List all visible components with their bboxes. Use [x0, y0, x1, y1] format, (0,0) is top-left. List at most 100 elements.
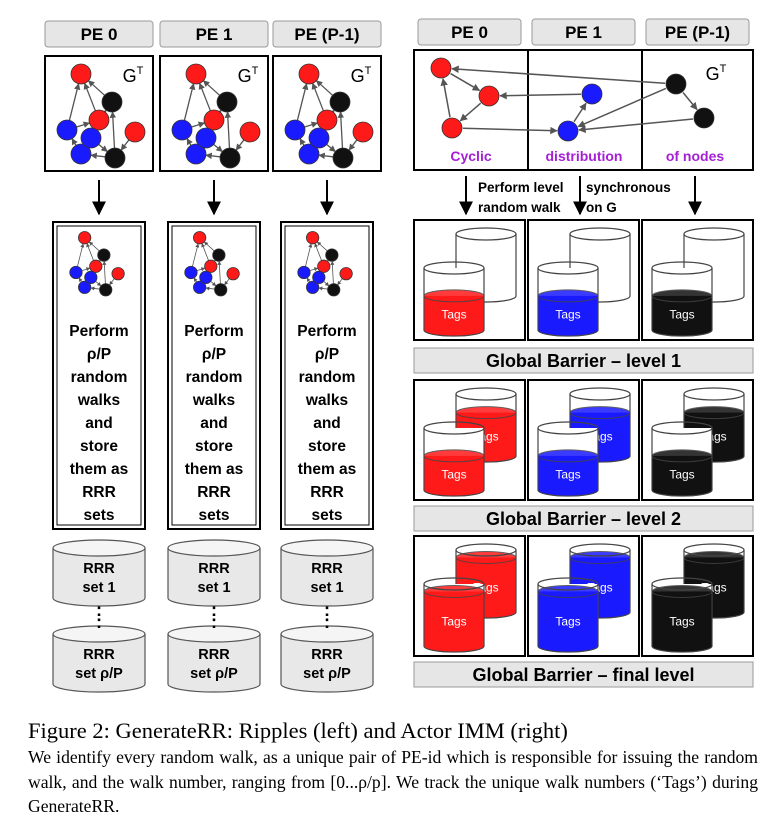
arrow-note-right: on G: [586, 200, 617, 215]
graph-node: [204, 259, 218, 273]
pe-header-label: PE 1: [196, 25, 233, 44]
graph-node: [306, 280, 320, 294]
graph-node: [581, 83, 603, 105]
graph-edge: [196, 267, 206, 272]
process-text-line: them as: [298, 461, 357, 478]
graph-edge: [83, 82, 96, 111]
tag-cylinder-fill: [537, 295, 599, 337]
graph-edge: [682, 92, 698, 111]
rrr-set-label: set 1: [310, 580, 343, 596]
graph-node: [430, 57, 452, 79]
pe-header-box: [645, 18, 750, 46]
graph-edge: [462, 126, 558, 135]
process-text-line: them as: [70, 461, 129, 478]
process-text-line: random: [186, 369, 243, 386]
graph-edge: [459, 102, 482, 122]
rrr-set-cylinder-top: [167, 539, 261, 557]
tag-cylinder-fill: [651, 455, 713, 497]
process-box: [167, 221, 261, 530]
rrr-set-label: set ρ/P: [303, 666, 351, 682]
tag-cylinder-top: [537, 577, 599, 591]
rrr-set-label: set 1: [197, 580, 230, 596]
graph-label-sup: T: [365, 65, 372, 77]
graph-node: [56, 119, 78, 141]
global-barrier-box: [413, 661, 754, 688]
rrr-set-cylinder-top: [280, 539, 374, 557]
graph-edge: [98, 143, 108, 153]
tag-cylinder-level: [569, 550, 631, 564]
graph-node: [184, 265, 198, 280]
tag-cylinder-top: [651, 261, 713, 275]
graph-edge: [81, 267, 91, 272]
process-text-line: sets: [198, 507, 229, 524]
graph-node: [185, 143, 207, 165]
graph-edge: [87, 80, 106, 96]
graph-node: [212, 248, 226, 262]
graph-node: [329, 91, 351, 113]
tags-label: Tags: [669, 468, 694, 482]
graph-edge: [102, 260, 107, 284]
graph-edge: [314, 243, 322, 261]
rrr-ellipsis: :: [324, 612, 330, 632]
rrr-set-cylinder: [167, 548, 261, 607]
graph-node: [203, 109, 225, 131]
rrr-ellipsis: :: [96, 600, 102, 620]
graph-edge: [450, 72, 481, 92]
pe-header-label: PE (P-1): [665, 23, 730, 42]
graph-label-sup: T: [720, 63, 727, 75]
process-text-line: store: [308, 438, 346, 455]
tag-cylinder-fill: [651, 295, 713, 337]
graph-node: [88, 109, 110, 131]
tag-cylinder-fill: [423, 591, 485, 653]
graph-node: [78, 280, 92, 294]
graph-edge: [309, 267, 319, 272]
tags-label: Tags: [669, 308, 694, 322]
graph-edge: [299, 138, 306, 146]
graph-node: [80, 127, 102, 149]
tags-label: Tags: [555, 614, 580, 628]
graph-edge: [304, 121, 319, 128]
graph-box: [44, 55, 154, 172]
tag-cylinder-fill: [537, 455, 599, 497]
graph-node: [89, 259, 103, 273]
tag-cylinder-fill: [651, 591, 713, 653]
graph-node: [478, 85, 500, 107]
tag-cylinder-top: [683, 227, 745, 241]
global-barrier-label: Global Barrier – level 1: [486, 351, 681, 371]
rrr-set-cylinder-top: [52, 539, 146, 557]
process-text-line: and: [200, 415, 228, 432]
tag-cylinder-top: [683, 543, 745, 557]
process-text-line: ρ/P: [87, 346, 111, 363]
graph-node: [325, 248, 339, 262]
rrr-set-label: RRR: [83, 561, 115, 577]
graph-edge: [296, 83, 309, 121]
graph-node: [97, 248, 111, 262]
tag-cylinder-top: [569, 543, 631, 557]
graph-edge: [120, 139, 130, 151]
pe-header-box: [417, 18, 522, 46]
rrr-set-label: set ρ/P: [75, 666, 123, 682]
process-text-line: and: [85, 415, 113, 432]
graph-edge: [202, 80, 221, 96]
rrr-set-cylinder-top: [280, 625, 374, 643]
process-text-line: Perform: [184, 323, 243, 340]
graph-edge: [224, 111, 232, 149]
graph-edge: [90, 286, 100, 291]
graph-edge: [318, 152, 334, 160]
tag-cylinder-top: [683, 387, 745, 401]
tag-cylinder-fill: [423, 295, 485, 337]
graph-edge: [86, 243, 94, 261]
tag-cylinder-top: [651, 577, 713, 591]
arrow-note-left: Perform level: [478, 180, 564, 195]
cyclic-label: Cyclic: [450, 148, 491, 164]
figure-caption-title: Figure 2: GenerateRR: Ripples (left) and…: [28, 718, 568, 743]
process-text-line: Perform: [297, 323, 356, 340]
tag-cylinder-level: [651, 584, 713, 598]
tag-cylinder-top: [651, 421, 713, 435]
tag-cylinder-level: [423, 289, 485, 303]
rrr-set-cylinder: [52, 548, 146, 607]
graph-edge: [77, 243, 85, 267]
tag-cylinder-top: [537, 261, 599, 275]
graph-node: [316, 109, 338, 131]
rrr-set-cylinder: [52, 634, 146, 693]
